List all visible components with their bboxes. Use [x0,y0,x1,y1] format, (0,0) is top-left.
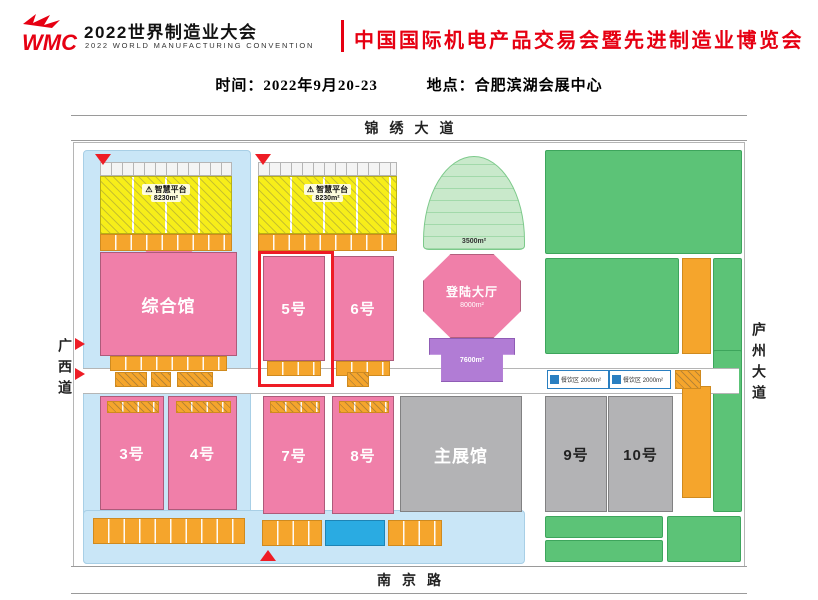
header-divider [341,20,344,52]
corridor-block-2 [151,372,171,387]
dining-icon [550,375,559,384]
road-left-label: 广西道 [57,338,73,401]
entrance-marker-s [260,550,276,561]
dining-icon [612,375,621,384]
hall-7: 7号 [263,396,325,514]
hall-9-label: 9号 [563,446,589,464]
landing-hall-area: 8000m² [460,302,484,309]
hall-5-label: 5号 [281,301,307,318]
equipment-row-b [258,162,397,176]
south-block-orange-3 [388,520,442,546]
road-bottom-label: 南京路 [366,570,452,590]
south-block-orange-1 [93,518,245,544]
hall-10-label: 10号 [623,446,658,464]
platform-b-dock [258,234,397,251]
landing-hall: 登陆大厅 8000m² [423,254,521,338]
lawn-southeast-corner [667,516,741,562]
service-b-area: 2000m² [642,378,664,384]
smart-platform-b: ⚠ 智慧平台 8230m² [258,176,397,234]
hall-main-label: 主展馆 [434,446,488,466]
warning-icon: ⚠ [306,184,315,194]
hall-10: 10号 [608,396,673,512]
smart-platform-b-label: ⚠ 智慧平台 8230m² [259,184,396,202]
hall-7-label: 7号 [281,447,307,465]
lawn-southeast-row2 [545,540,663,562]
hall-main: 主展馆 [400,396,522,512]
hall-5: 5号 [263,256,325,361]
hall-3-label: 3号 [119,445,145,463]
parking-strip-east-lower [682,386,711,498]
service-b-label: 餐饮区 [623,378,642,384]
expo-title: 中国国际机电产品交易会暨先进制造业博览会 [354,30,804,52]
venue-map: 锦绣大道 南京路 广西道 庐州大道 ⚠ 智慧平台 8230m² [55,106,775,598]
corridor-block-5 [675,370,701,389]
hall-comprehensive-label: 综合馆 [141,296,196,316]
event-title-cn: 2022世界制造业大会 [84,23,258,42]
lawn-east-sliver-upper [713,258,742,354]
corridor-block-4 [347,372,369,387]
hall-5-highlight [258,251,334,387]
smart-platform-a-name: 智慧平台 [154,185,187,194]
hall-8: 8号 [332,396,394,514]
event-time: 时间：2022年9月20-23 [215,78,378,94]
hall-6-label: 6号 [350,301,376,318]
purple-hall: 7600m² [429,338,515,382]
event-place: 地点：合肥滨湖会展中心 [426,78,603,94]
corridor-block-1 [115,372,147,387]
road-top: 锦绣大道 [71,115,747,141]
smart-platform-b-name: 智慧平台 [316,185,349,194]
hall-3: 3号 [100,396,164,510]
corridor-block-3 [177,372,213,387]
hall-4-dock [175,401,232,413]
hall-3-dock [107,401,159,413]
service-a-label: 餐饮区 [561,378,580,384]
fan-plaza-area: 3500m² [461,238,487,245]
smart-platform-a-label: ⚠ 智慧平台 8230m² [101,184,231,202]
parking-strip-east-upper [682,258,711,354]
hall-8-dock [339,401,389,413]
hall-4-label: 4号 [189,445,216,463]
wmc-logo-text: WMC [22,30,78,55]
platform-a-dock [100,234,232,251]
entrance-marker-nw [95,154,111,165]
south-block-water [325,520,385,546]
hall-5-dock [267,361,321,376]
service-box-a: 餐饮区 2000m² [547,370,609,389]
entrance-marker-w1 [75,338,85,350]
smart-platform-a-area: 8230m² [150,195,182,202]
road-bottom: 南京路 [71,566,747,594]
road-top-label: 锦绣大道 [353,118,465,138]
equipment-row-a [100,162,232,176]
entrance-marker-n [255,154,271,165]
landing-hall-label: 登陆大厅 [445,285,498,299]
lawn-northeast [545,150,742,254]
hall-6: 6号 [332,256,394,361]
lawn-east-mid [545,258,679,354]
road-right-label: 庐州大道 [751,322,767,406]
wmc-logo-graphic: WMC [22,14,78,55]
service-a-area: 2000m² [580,378,602,384]
south-block-orange-2 [262,520,322,546]
service-box-b: 餐饮区 2000m² [609,370,671,389]
smart-platform-a: ⚠ 智慧平台 8230m² [100,176,232,234]
hall-comprehensive: 综合馆 [100,252,237,356]
hall-4: 4号 [168,396,237,510]
hall-7-dock [270,401,320,413]
entrance-marker-w2 [75,368,85,380]
warning-icon: ⚠ [145,184,153,194]
hall-9: 9号 [545,396,607,512]
purple-hall-area: 7600m² [459,356,485,364]
lawn-southeast-row1 [545,516,663,538]
smart-platform-b-area: 8230m² [312,195,343,202]
hall-comprehensive-dock [110,356,227,371]
event-title-en: 2022 WORLD MANUFACTURING CONVENTION [85,41,315,50]
hall-8-label: 8号 [350,447,376,465]
wmc-logo: WMC [20,12,80,58]
info-line: 时间：2022年9月20-23 地点：合肥滨湖会展中心 [0,74,818,95]
